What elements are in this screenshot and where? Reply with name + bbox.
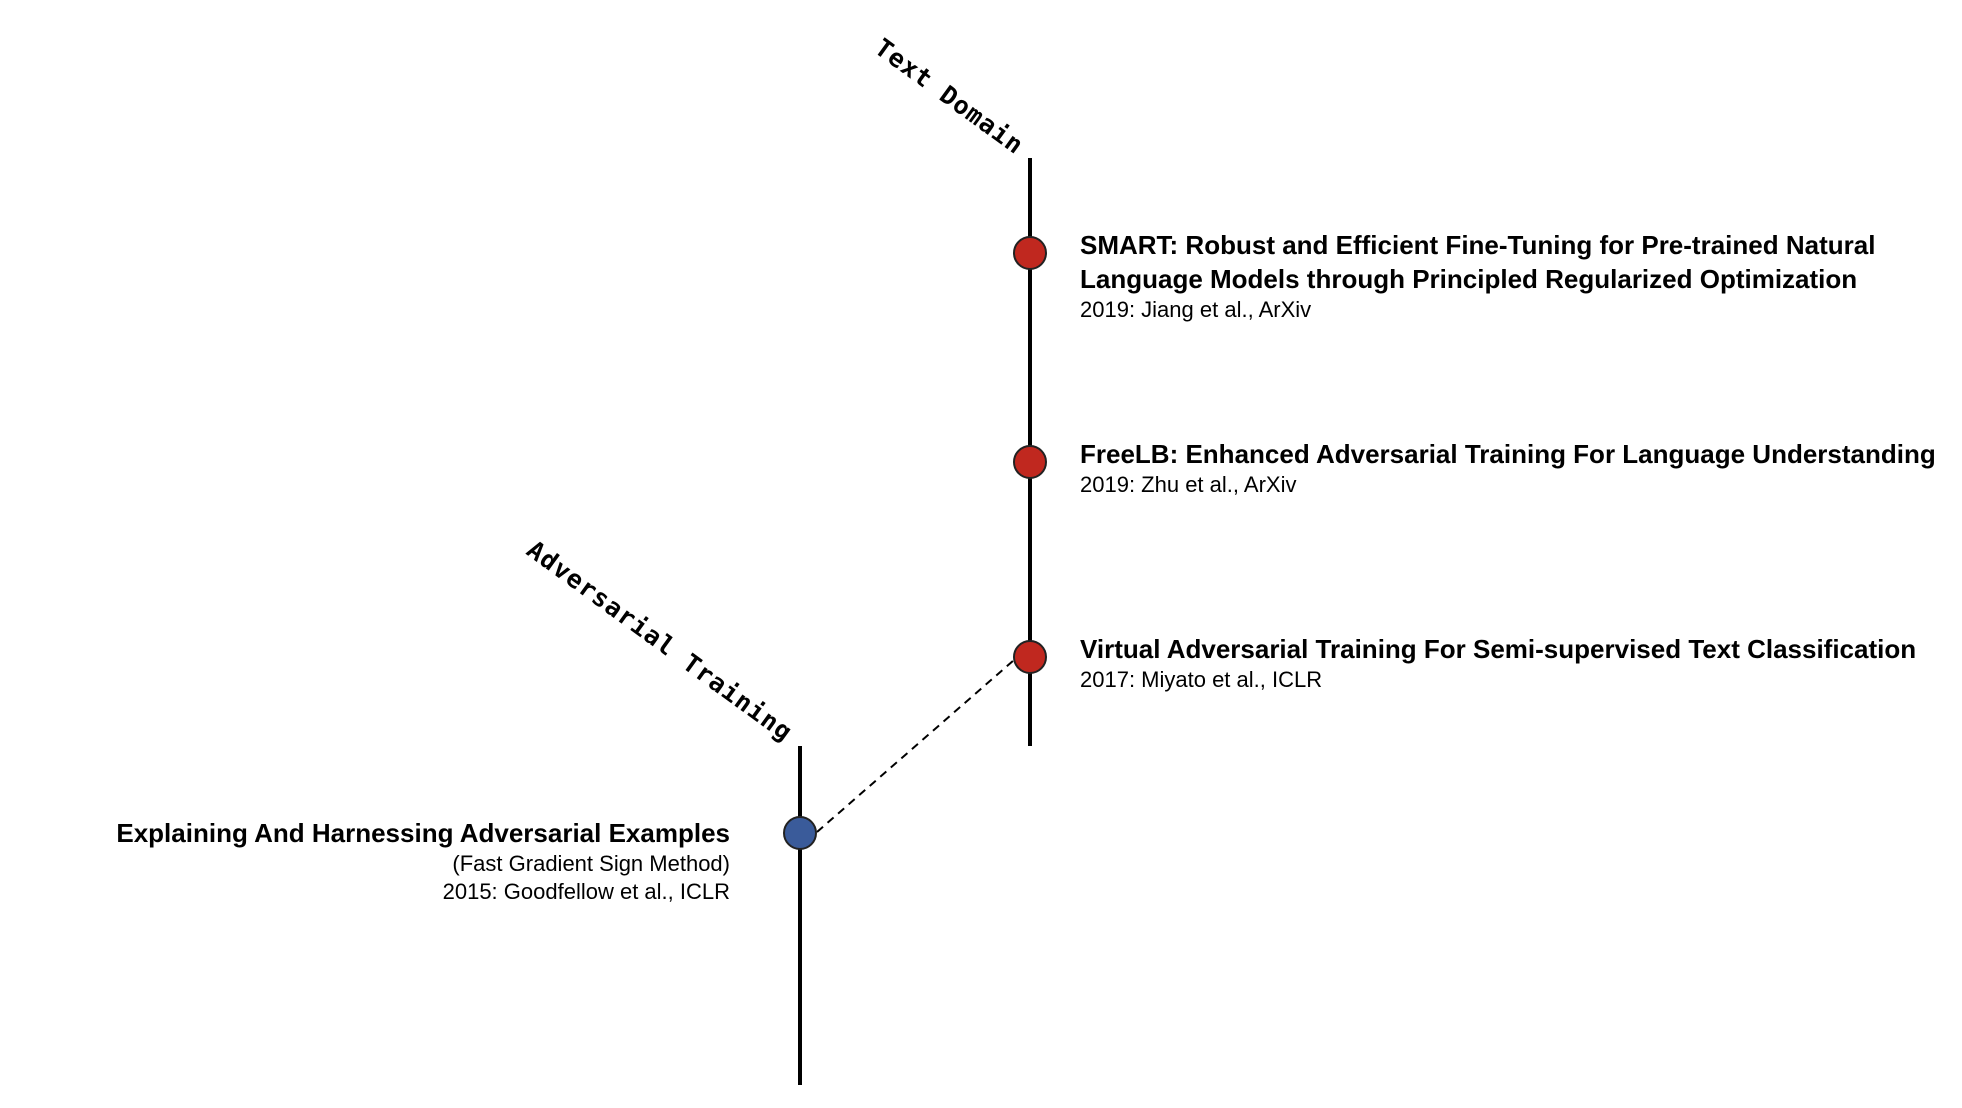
- smart-node: [1013, 236, 1047, 270]
- dashed-connector: [816, 659, 1015, 833]
- paper-vat: Virtual Adversarial Training For Semi-su…: [1080, 632, 1916, 694]
- fgsm-node: [783, 816, 817, 850]
- paper-title: Language Models through Principled Regul…: [1080, 264, 1858, 294]
- paper-meta: 2017: Miyato et al., ICLR: [1080, 667, 1323, 692]
- paper-freelb: FreeLB: Enhanced Adversarial Training Fo…: [1080, 437, 1936, 499]
- paper-subtitle: (Fast Gradient Sign Method): [452, 851, 730, 876]
- paper-meta: 2015: Goodfellow et al., ICLR: [442, 879, 730, 904]
- paper-meta: 2019: Jiang et al., ArXiv: [1080, 297, 1312, 322]
- paper-meta: 2019: Zhu et al., ArXiv: [1080, 472, 1297, 497]
- paper-title: Explaining And Harnessing Adversarial Ex…: [116, 818, 730, 848]
- freelb-node: [1013, 445, 1047, 479]
- paper-fgsm: Explaining And Harnessing Adversarial Ex…: [116, 816, 730, 906]
- paper-smart: SMART: Robust and Efficient Fine-Tuning …: [1080, 228, 1875, 324]
- paper-title: Virtual Adversarial Training For Semi-su…: [1080, 634, 1917, 664]
- vat-node: [1013, 640, 1047, 674]
- paper-title: SMART: Robust and Efficient Fine-Tuning …: [1080, 230, 1876, 260]
- paper-title: FreeLB: Enhanced Adversarial Training Fo…: [1080, 439, 1936, 469]
